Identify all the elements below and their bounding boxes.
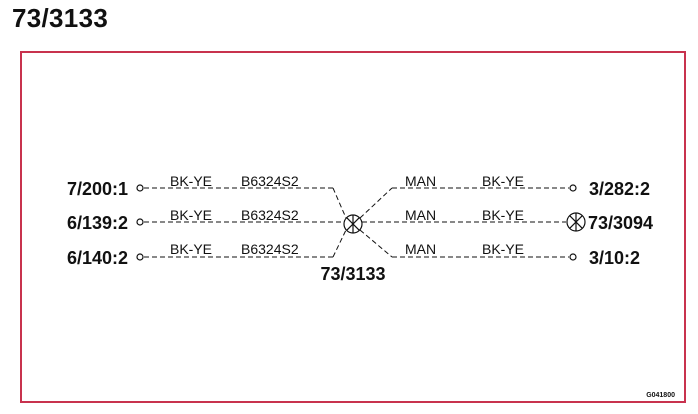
open-circle-icon <box>136 218 144 226</box>
splice-label: 73/3133 <box>320 264 385 284</box>
open-circle-icon <box>569 184 577 192</box>
wire-color-right-3: BK-YE <box>482 241 524 257</box>
terminal-label-right-2: 73/3094 <box>588 213 653 233</box>
terminal-label-right-1: 3/282:2 <box>589 179 650 199</box>
terminal-label-left-1: 7/200:1 <box>67 179 128 199</box>
wire-code-left-2: B6324S2 <box>241 207 299 223</box>
wire-color-left-1: BK-YE <box>170 173 212 189</box>
wire-right-1-diagonal <box>359 187 393 219</box>
figure-code: G041800 <box>646 392 675 399</box>
terminal-label-left-2: 6/139:2 <box>67 213 128 233</box>
wire-code-left-1: B6324S2 <box>241 173 299 189</box>
wire-left-3-diagonal <box>332 229 347 258</box>
splice-icon <box>566 212 586 232</box>
wire-group-right-3: MAN <box>405 241 436 257</box>
wire-color-right-2: BK-YE <box>482 207 524 223</box>
diagram-frame <box>20 51 686 403</box>
wire-right-3-diagonal <box>359 229 393 258</box>
open-circle-icon <box>136 253 144 261</box>
terminal-label-right-3: 3/10:2 <box>589 248 640 268</box>
wire-code-left-3: B6324S2 <box>241 241 299 257</box>
page-title: 73/3133 <box>12 3 109 33</box>
wire-group-right-1: MAN <box>405 173 436 189</box>
wire-color-right-1: BK-YE <box>482 173 524 189</box>
wire-left-1-diagonal <box>332 187 347 219</box>
open-circle-icon <box>569 253 577 261</box>
terminal-label-left-3: 6/140:2 <box>67 248 128 268</box>
wire-color-left-3: BK-YE <box>170 241 212 257</box>
wire-color-left-2: BK-YE <box>170 207 212 223</box>
splice-icon <box>343 214 363 234</box>
open-circle-icon <box>136 184 144 192</box>
wire-group-right-2: MAN <box>405 207 436 223</box>
